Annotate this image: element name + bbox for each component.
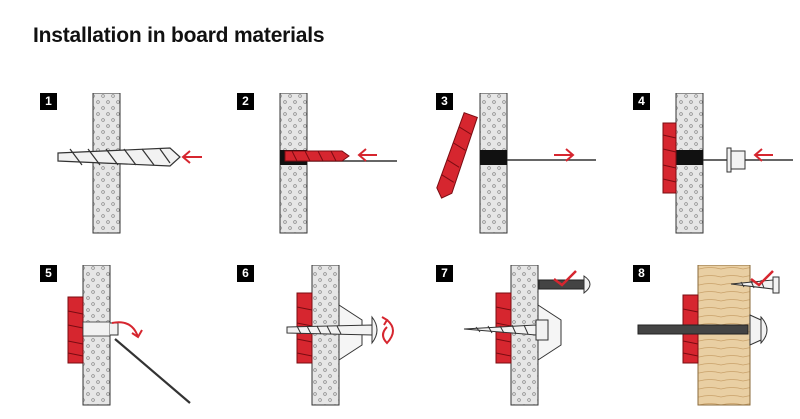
step-5: 5	[40, 265, 230, 415]
arrow-left-icon	[357, 148, 377, 162]
step-number-badge: 2	[237, 93, 254, 110]
arrow-left-icon	[181, 150, 202, 164]
step-5-illustration	[67, 265, 191, 406]
anchor-icon	[67, 296, 84, 364]
bolt	[637, 324, 749, 335]
step-number-badge: 6	[237, 265, 254, 282]
step-7-illustration	[463, 265, 591, 406]
collar-icon	[726, 147, 746, 173]
arrow-down-right-icon	[111, 321, 143, 339]
step-2-illustration	[279, 93, 397, 234]
screw-icon	[286, 315, 378, 345]
step-6-illustration	[286, 265, 394, 406]
drill-bit-icon	[57, 147, 181, 167]
step-number-badge: 5	[40, 265, 57, 282]
step-3-illustration	[436, 93, 596, 234]
anchor-icon	[284, 150, 350, 162]
step-number-badge: 4	[633, 93, 650, 110]
bolt-icon	[538, 275, 591, 295]
page-title: Installation in board materials	[33, 24, 325, 47]
step-number-badge: 1	[40, 93, 57, 110]
step-7: 7	[436, 265, 626, 415]
screw-icon	[463, 319, 549, 341]
step-number-badge: 7	[436, 265, 453, 282]
anchor-icon	[436, 112, 478, 199]
step-8-illustration	[637, 265, 780, 406]
arrow-right-icon	[554, 148, 575, 162]
step-4-illustration	[662, 93, 793, 234]
anchor-icon	[662, 122, 677, 194]
step-2: 2	[237, 93, 427, 243]
step-number-badge: 3	[436, 93, 453, 110]
arrow-left-icon	[753, 148, 773, 162]
step-6: 6	[237, 265, 427, 415]
checkmark-icon	[750, 270, 774, 287]
wood-board	[697, 265, 751, 406]
step-4: 4	[633, 93, 800, 243]
step-1-illustration	[57, 93, 202, 234]
checkmark-icon	[553, 270, 577, 287]
step-8: 8	[633, 265, 800, 415]
step-3: 3	[436, 93, 626, 243]
strap	[114, 338, 191, 404]
rotate-icon	[381, 316, 394, 345]
step-number-badge: 8	[633, 265, 650, 282]
step-1: 1	[40, 93, 230, 243]
